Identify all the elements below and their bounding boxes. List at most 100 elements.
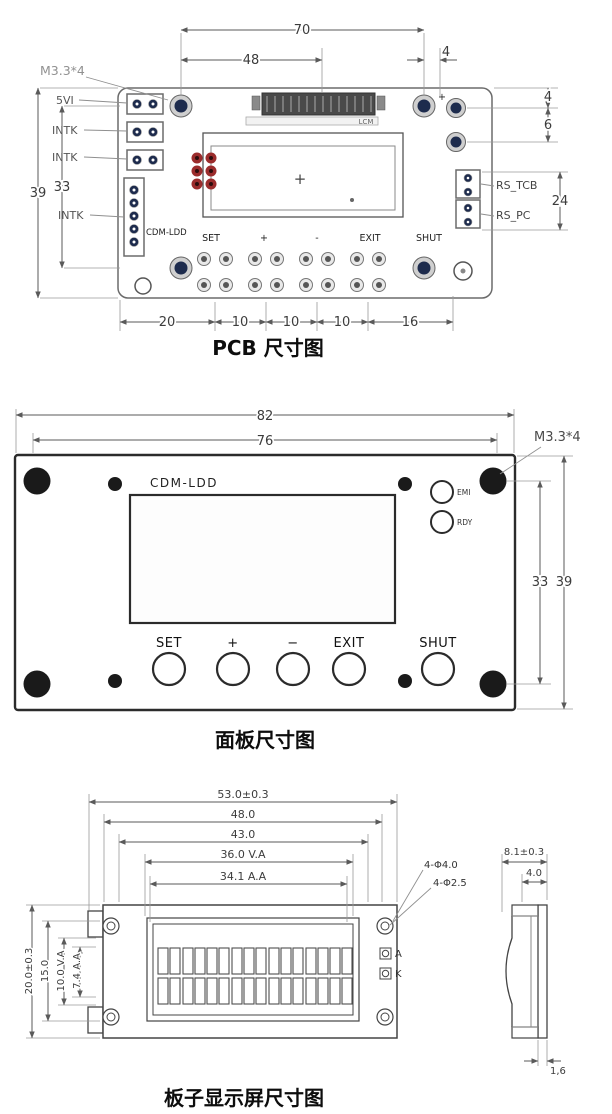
lcd-dot (350, 198, 354, 202)
display-side-view (505, 904, 548, 1039)
panel-brand-label: CDM-LDD (150, 476, 218, 490)
dim-6-right: 6 (544, 118, 552, 133)
panel-small-hole (398, 477, 412, 491)
panel-small-hole (108, 674, 122, 688)
conn-rspc-label: RS_PC (496, 209, 531, 222)
pcb-brand-silk: CDM-LDD (146, 228, 187, 238)
silk-exit: EXIT (359, 233, 380, 244)
side-pcb (537, 904, 548, 1039)
dim-33: 33 (54, 180, 71, 195)
display-caption: 板子显示屏尺寸图 (164, 1086, 324, 1110)
panel-mount-hole (23, 467, 51, 495)
pcb-power-terminals: + (438, 92, 466, 152)
button-pads (134, 252, 473, 295)
dim-4-top: 4 (442, 45, 450, 60)
character-cells (157, 947, 353, 1005)
side-lens-bulge (505, 916, 513, 1027)
dim-81: 8.1±0.3 (504, 847, 544, 858)
btn-plus (215, 651, 251, 687)
panel-body: CDM-LDD EMI RDY SET + − EXIT SHUT (13, 453, 517, 712)
dim-10c: 10 (334, 315, 351, 330)
conn-intk1-label: INTK (52, 124, 78, 137)
display-top-dimensions: 53.0±0.3 48.0 43.0 36.0 V.A 34.1 A.A (88, 787, 398, 922)
conn-rstcb-label: RS_TCB (496, 179, 537, 192)
rdy-led-label: RDY (457, 518, 473, 527)
conn-5vi-label: 5VI (56, 94, 74, 107)
panel-dimensions: 82 76 M3.3*4 33 39 (15, 407, 581, 710)
polarity-plus-mark: + (438, 92, 446, 103)
left-connectors (123, 93, 164, 257)
btn-set (151, 651, 187, 687)
dim-40: 4.0 (526, 868, 542, 879)
lcd-window (128, 493, 397, 625)
display-front-view: A K (87, 904, 402, 1039)
lcd-center-cross: + (294, 170, 307, 188)
mount-spec-label: M3.3*4 (40, 63, 85, 78)
emi-led-label: EMI (457, 488, 470, 497)
hole-outer-label: 4-Φ4.0 (424, 860, 458, 871)
display-left-dimensions: 20.0±0.3 15.0 10.0 V.A 7.4 A.A (23, 904, 100, 1039)
lcd-ribbon (245, 116, 379, 126)
btn-set-label: SET (156, 636, 182, 651)
conn-intk2-label: INTK (52, 151, 78, 164)
dim-15: 15.0 (40, 960, 51, 982)
dim-10a: 10 (232, 315, 249, 330)
dim-74aa: 7.4 A.A (72, 953, 83, 989)
pin-a-label: A (395, 949, 402, 960)
panel-mount-spec-label: M3.3*4 (534, 430, 581, 445)
hole-inner-label: 4-Φ2.5 (433, 878, 467, 889)
pcb-silkscreen: CDM-LDD SET + - EXIT SHUT (146, 228, 442, 244)
dim-10b: 10 (283, 315, 300, 330)
panel-mount-hole (23, 670, 51, 698)
panel-mount-hole (479, 670, 507, 698)
btn-shut-label: SHUT (419, 636, 456, 651)
pcb-dimension-drawing: + LCM + (28, 21, 570, 360)
pcb-caption: PCB 尺寸图 (212, 336, 324, 360)
btn-minus (275, 651, 311, 687)
dim-20: 20 (159, 315, 176, 330)
dim-16: 16 (402, 315, 419, 330)
pin-k-label: K (395, 969, 402, 980)
btn-exit-label: EXIT (334, 636, 365, 651)
btn-minus-label: − (287, 636, 298, 651)
silk-plus: + (260, 233, 268, 244)
dim-39: 39 (30, 186, 47, 201)
dim-70: 70 (294, 23, 311, 38)
panel-small-hole (398, 674, 412, 688)
dim-76: 76 (257, 434, 274, 449)
dim-24: 24 (552, 194, 569, 209)
silk-shut: SHUT (416, 233, 442, 244)
dim-16-thickness: 1,6 (550, 1066, 566, 1077)
dim-36: 36.0 V.A (220, 848, 266, 861)
dim-43: 43.0 (231, 828, 256, 841)
dim-48-lcd: 48.0 (231, 808, 256, 821)
panel-small-hole (108, 477, 122, 491)
panel-dimension-drawing: CDM-LDD EMI RDY SET + − EXIT SHUT 82 76 … (13, 407, 581, 752)
hole-callouts: 4-Φ4.0 4-Φ2.5 (389, 860, 467, 926)
dim-39-panel: 39 (556, 575, 573, 590)
display-side-dimensions: 8.1±0.3 4.0 1,6 (501, 846, 567, 1079)
dim-4-right: 4 (544, 90, 552, 105)
lcd-module: + (202, 132, 404, 218)
pcb-dimensions: 70 48 4 4 6 24 39 33 (28, 21, 570, 332)
panel-caption: 面板尺寸图 (215, 728, 315, 752)
btn-exit (331, 651, 367, 687)
pcb-mount-holes (169, 94, 436, 280)
lcd-connector: LCM (245, 92, 386, 126)
panel-mount-hole (479, 467, 507, 495)
rdy-led (430, 510, 454, 534)
rs-connectors (455, 169, 481, 229)
dim-341: 34.1 A.A (220, 870, 267, 883)
dim-33-panel: 33 (532, 575, 549, 590)
dim-82: 82 (257, 409, 274, 424)
silk-set: SET (202, 233, 220, 244)
dim-48: 48 (243, 53, 260, 68)
dim-10va: 10.0 V.A (56, 950, 67, 991)
dim-20t: 20.0±0.3 (24, 948, 35, 995)
programming-pads (191, 152, 217, 190)
lcm-silk-label: LCM (359, 118, 374, 126)
display-dimension-drawing: A K 4-Φ4.0 4-Φ2.5 53.0±0.3 48.0 43.0 36.… (23, 787, 568, 1111)
btn-plus-label: + (227, 636, 238, 651)
btn-shut (420, 651, 456, 687)
